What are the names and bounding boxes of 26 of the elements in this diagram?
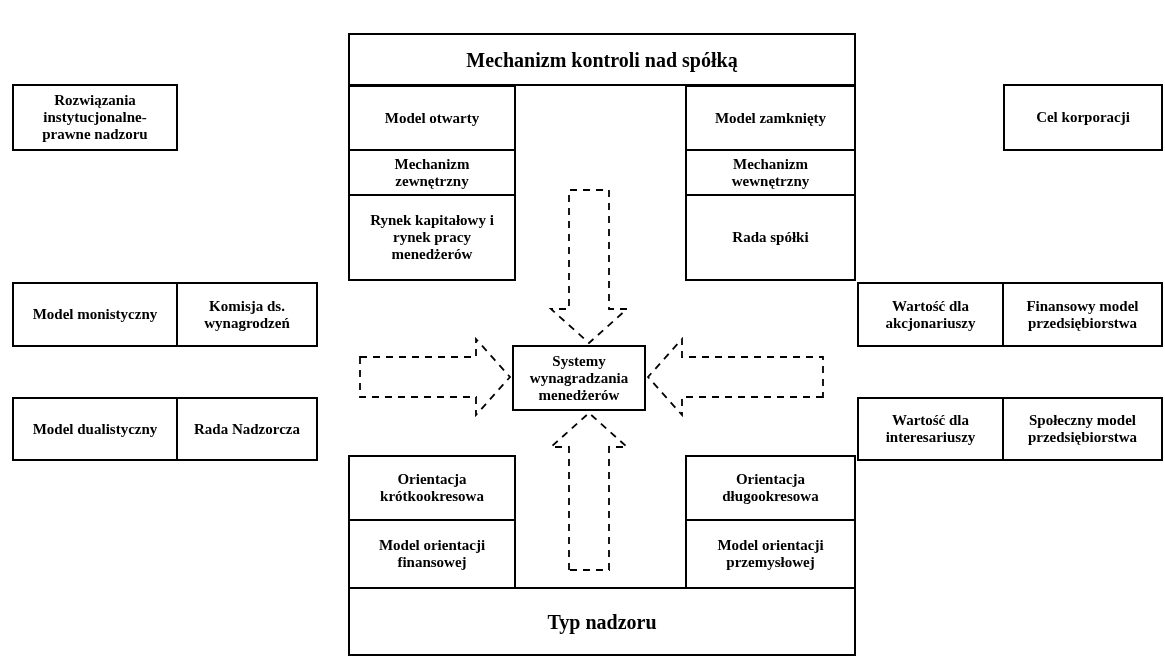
- category-box: Cel korporacji: [1003, 84, 1163, 151]
- category-box: Model monistyczny: [12, 282, 178, 347]
- category-box: Model dualistyczny: [12, 397, 178, 461]
- central-box: Systemy wynagradzania menedżerów: [512, 345, 646, 411]
- category-box: Finansowy model przedsiębiorstwa: [1002, 282, 1163, 347]
- category-box: Model otwarty: [348, 85, 516, 151]
- heading-box: Typ nadzoru: [348, 587, 856, 656]
- category-box: Komisja ds. wynagrodzeń: [176, 282, 318, 347]
- category-box: Orientacja krótkookresowa: [348, 455, 516, 521]
- category-box: Rynek kapitałowy i rynek pracy menedżerów: [348, 194, 516, 281]
- category-box: Społeczny model przedsiębiorstwa: [1002, 397, 1163, 461]
- category-box: Rada spółki: [685, 194, 856, 281]
- category-box: Wartość dla interesariuszy: [857, 397, 1004, 461]
- category-box: Model orientacji przemysłowej: [685, 519, 856, 589]
- category-box: Model orientacji finansowej: [348, 519, 516, 589]
- category-box: Model zamknięty: [685, 85, 856, 151]
- block-arrow: [548, 189, 630, 345]
- category-box: Orientacja długookresowa: [685, 455, 856, 521]
- category-box: Mechanizm wewnętrzny: [685, 149, 856, 196]
- category-box: Mechanizm zewnętrzny: [348, 149, 516, 196]
- category-box: Wartość dla akcjonariuszy: [857, 282, 1004, 347]
- heading-box: Mechanizm kontroli nad spółką: [348, 33, 856, 86]
- category-box: Rozwiązania instytucjonalne-prawne nadzoru: [12, 84, 178, 151]
- block-arrow: [646, 336, 824, 418]
- block-arrow: [359, 336, 512, 418]
- category-box: Rada Nadzorcza: [176, 397, 318, 461]
